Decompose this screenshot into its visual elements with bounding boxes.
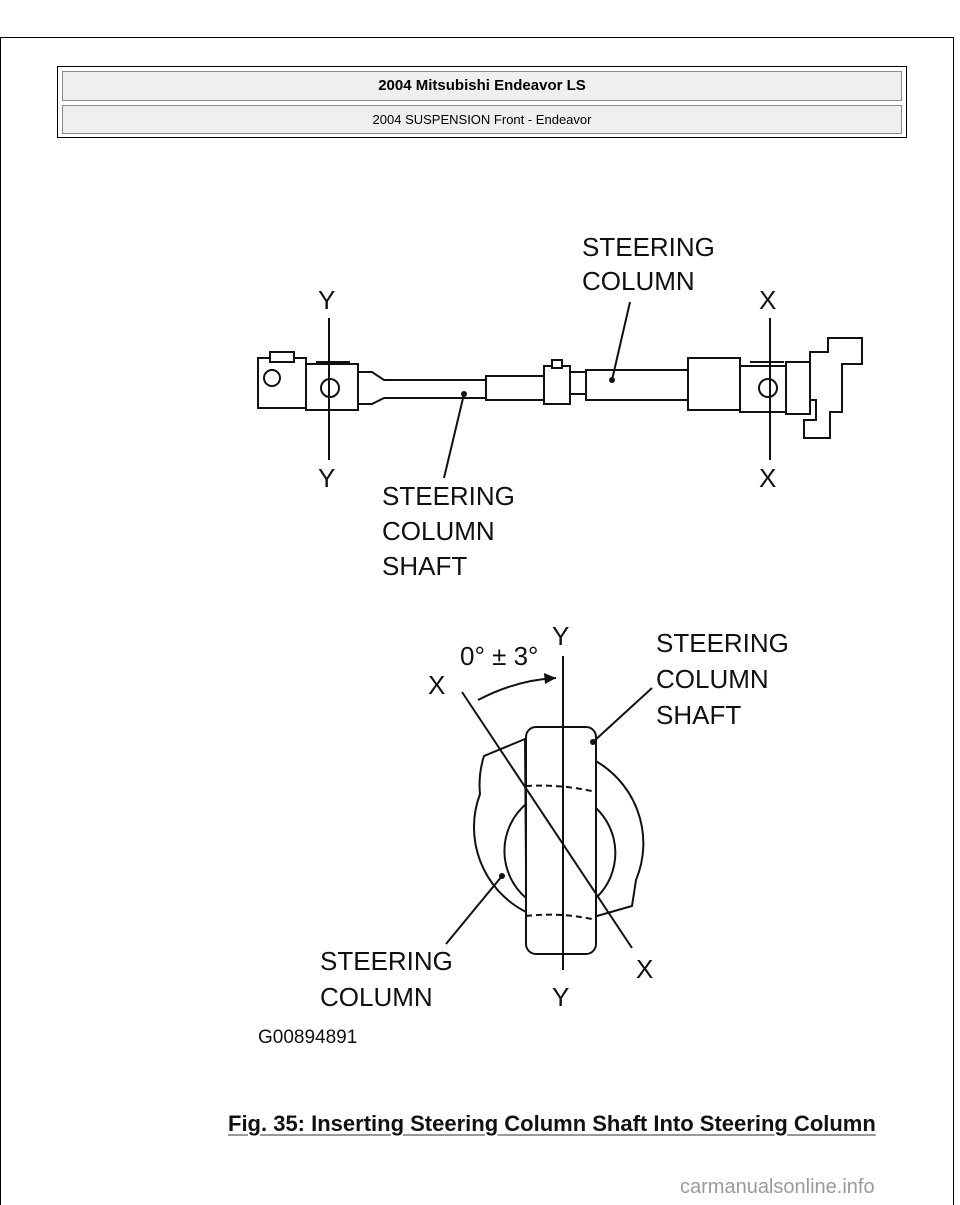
label-y-top-center: Y	[552, 621, 569, 651]
column-shaft-tube	[357, 371, 487, 405]
right-u-joint	[739, 365, 787, 413]
shaft-leader	[443, 393, 465, 479]
label-column-b1: STEERING	[320, 946, 453, 976]
shaft-alignment-end-view	[445, 656, 653, 970]
steering-column-tube	[585, 369, 689, 401]
section-title: 2004 SUSPENSION Front - Endeavor	[62, 105, 902, 134]
label-shaft-2: COLUMN	[382, 516, 495, 546]
angle-arc	[477, 677, 557, 701]
label-shaft-b1: STEERING	[656, 628, 789, 658]
right-u-joint-pin	[758, 378, 778, 398]
watermark-text: carmanualsonline.info	[680, 1176, 875, 1198]
column-leader-bottom	[445, 875, 503, 945]
label-y-bottom-center: Y	[552, 982, 569, 1012]
label-shaft-1: STEERING	[382, 481, 515, 511]
steering-shaft-diagram: Y Y X X STEERING COLUMN STEERING COLUMN …	[257, 232, 863, 1048]
vehicle-title: 2004 Mitsubishi Endeavor LS	[62, 71, 902, 101]
label-column-b2: COLUMN	[320, 982, 433, 1012]
label-x-bottom-right: X	[759, 463, 776, 493]
right-mount-bracket	[803, 337, 863, 439]
middle-slider	[543, 365, 571, 405]
label-angle: 0° ± 3°	[460, 641, 538, 671]
label-steering-column-2: COLUMN	[582, 266, 695, 296]
left-yoke-hole	[263, 369, 281, 387]
shaft-assembly-side-view	[257, 301, 863, 479]
right-u-joint-housing	[687, 357, 741, 411]
figure-caption: Fig. 35: Inserting Steering Column Shaft…	[228, 1111, 876, 1136]
shaft-collar	[485, 375, 545, 401]
page-top-rule	[0, 37, 954, 38]
label-shaft-b3: SHAFT	[656, 700, 741, 730]
angle-arrowhead	[544, 673, 556, 684]
page-right-rule	[953, 37, 954, 1205]
page-left-rule	[0, 37, 1, 1205]
left-yoke-tab	[269, 351, 295, 363]
left-u-joint	[305, 363, 359, 411]
label-shaft-3: SHAFT	[382, 551, 467, 581]
label-x-bottom-center: X	[636, 954, 653, 984]
label-y-top-left: Y	[318, 285, 335, 315]
document-header: 2004 Mitsubishi Endeavor LS 2004 SUSPENS…	[57, 66, 907, 138]
label-y-bottom-left: Y	[318, 463, 335, 493]
label-x-top-center: X	[428, 670, 445, 700]
steering-column-leader	[611, 301, 631, 381]
x-axis-line-bottom	[461, 691, 633, 949]
label-steering-column-1: STEERING	[582, 232, 715, 262]
label-shaft-b2: COLUMN	[656, 664, 769, 694]
label-x-top-right: X	[759, 285, 776, 315]
figure-code: G00894891	[258, 1027, 357, 1048]
column-ring-left	[473, 737, 527, 914]
shaft-leader-bottom	[592, 687, 653, 743]
column-ring-right	[589, 756, 645, 920]
